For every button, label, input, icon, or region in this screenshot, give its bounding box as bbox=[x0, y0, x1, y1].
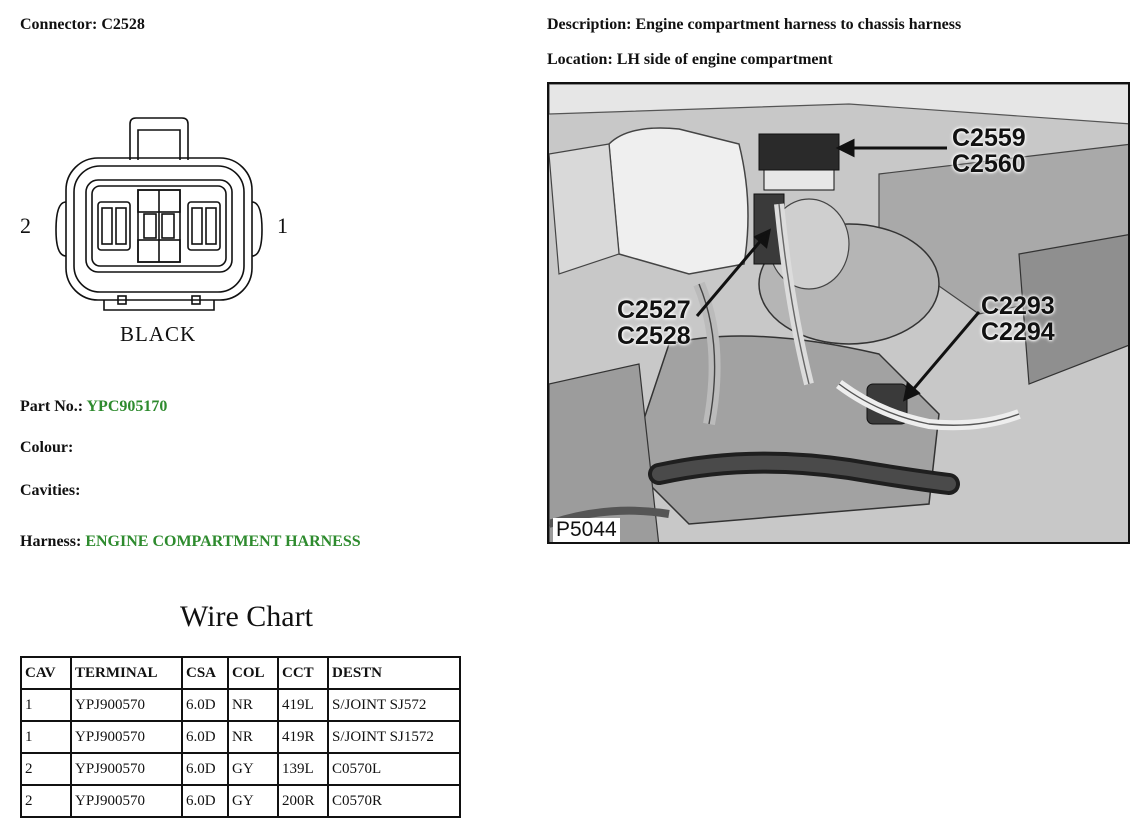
cell-col: GY bbox=[227, 784, 279, 818]
table-row: 1 YPJ900570 6.0D NR 419L S/JOINT SJ572 bbox=[20, 688, 461, 722]
cell-destn: C0570L bbox=[327, 752, 461, 786]
cell-col: NR bbox=[227, 688, 279, 722]
wire-chart-table: CAV TERMINAL CSA COL CCT DESTN 1 YPJ9005… bbox=[20, 656, 461, 818]
cell-cct: 200R bbox=[277, 784, 329, 818]
cell-destn: C0570R bbox=[327, 784, 461, 818]
table-row: 2 YPJ900570 6.0D GY 139L C0570L bbox=[20, 752, 461, 786]
description-line: Description: Engine compartment harness … bbox=[547, 16, 961, 34]
location-value: LH side of engine compartment bbox=[616, 51, 833, 68]
pin-number-1: 1 bbox=[277, 213, 288, 238]
cell-csa: 6.0D bbox=[181, 720, 229, 754]
connector-id: C2528 bbox=[101, 16, 145, 33]
engine-compartment-image: C2559 C2560 C2527 C2528 C2293 C2294 P504… bbox=[547, 82, 1130, 544]
pin-number-2: 2 bbox=[20, 213, 31, 238]
callout-c2294: C2294 bbox=[981, 318, 1055, 346]
column-header-col: COL bbox=[227, 656, 279, 690]
description-value: Engine compartment harness to chassis ha… bbox=[635, 16, 962, 33]
cell-cav: 2 bbox=[20, 784, 72, 818]
wire-chart-title: Wire Chart bbox=[180, 600, 313, 633]
cavities-label: Cavities: bbox=[20, 482, 81, 499]
connector-label: Connector: bbox=[20, 16, 98, 33]
image-code-label: P5044 bbox=[553, 518, 620, 542]
cell-csa: 6.0D bbox=[181, 784, 229, 818]
cell-col: NR bbox=[227, 720, 279, 754]
table-row: 2 YPJ900570 6.0D GY 200R C0570R bbox=[20, 784, 461, 818]
callout-c2528: C2528 bbox=[617, 322, 691, 350]
harness-value: ENGINE COMPARTMENT HARNESS bbox=[85, 533, 361, 550]
cell-destn: S/JOINT SJ1572 bbox=[327, 720, 461, 754]
cell-destn: S/JOINT SJ572 bbox=[327, 688, 461, 722]
callout-c2293: C2293 bbox=[981, 292, 1055, 320]
table-row: 1 YPJ900570 6.0D NR 419R S/JOINT SJ1572 bbox=[20, 720, 461, 754]
cell-terminal: YPJ900570 bbox=[70, 688, 183, 722]
cell-cav: 1 bbox=[20, 688, 72, 722]
location-line: Location: LH side of engine compartment bbox=[547, 51, 833, 69]
location-label: Location: bbox=[547, 51, 613, 68]
cell-cct: 139L bbox=[277, 752, 329, 786]
cell-cct: 419R bbox=[277, 720, 329, 754]
harness-label: Harness: bbox=[20, 533, 82, 550]
callout-c2527: C2527 bbox=[617, 296, 691, 324]
column-header-destn: DESTN bbox=[327, 656, 461, 690]
cell-col: GY bbox=[227, 752, 279, 786]
connector-heading: Connector: C2528 bbox=[20, 16, 145, 34]
harness-line: Harness: ENGINE COMPARTMENT HARNESS bbox=[20, 533, 361, 551]
cell-terminal: YPJ900570 bbox=[70, 752, 183, 786]
cell-terminal: YPJ900570 bbox=[70, 784, 183, 818]
table-header-row: CAV TERMINAL CSA COL CCT DESTN bbox=[20, 656, 461, 690]
cell-csa: 6.0D bbox=[181, 752, 229, 786]
cell-terminal: YPJ900570 bbox=[70, 720, 183, 754]
part-number-value: YPC905170 bbox=[86, 398, 168, 415]
column-header-terminal: TERMINAL bbox=[70, 656, 183, 690]
part-number-line: Part No.: YPC905170 bbox=[20, 398, 167, 416]
part-number-label: Part No.: bbox=[20, 398, 84, 415]
cell-cct: 419L bbox=[277, 688, 329, 722]
cell-cav: 1 bbox=[20, 720, 72, 754]
connector-face-diagram: 2 1 BLACK bbox=[20, 110, 300, 350]
colour-label: Colour: bbox=[20, 439, 74, 456]
description-label: Description: bbox=[547, 16, 632, 33]
callout-c2560: C2560 bbox=[952, 150, 1026, 178]
column-header-cct: CCT bbox=[277, 656, 329, 690]
cell-csa: 6.0D bbox=[181, 688, 229, 722]
column-header-csa: CSA bbox=[181, 656, 229, 690]
callout-c2559: C2559 bbox=[952, 124, 1026, 152]
column-header-cav: CAV bbox=[20, 656, 72, 690]
connector-color-label: BLACK bbox=[120, 322, 197, 346]
cell-cav: 2 bbox=[20, 752, 72, 786]
